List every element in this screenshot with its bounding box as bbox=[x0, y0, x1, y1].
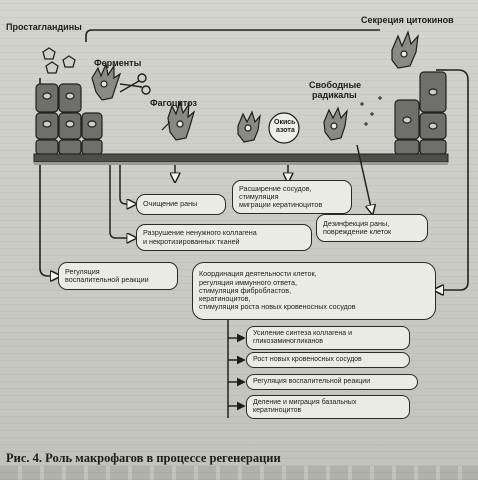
nitric-oxide-bubble-icon bbox=[268, 112, 300, 144]
box-inflammation-regulation: Регуляция воспалительной реакции bbox=[58, 262, 178, 290]
box-coordination-line: стимуляция роста новых кровеносных сосуд… bbox=[199, 302, 356, 312]
box-inflammation-line: воспалительной реакции bbox=[65, 275, 149, 284]
box-disinfection-line: повреждение клеток bbox=[323, 227, 392, 236]
figure-caption: Рис. 4. Роль макрофагов в процессе реген… bbox=[6, 451, 281, 465]
box-collagen-line: и некротизированных тканей bbox=[143, 236, 240, 246]
box-coordination: Координация деятельности клеток, регуляц… bbox=[192, 262, 436, 320]
box-disinfection-line: Дезинфекция раны, bbox=[323, 218, 390, 228]
box-coordination-line: Координация деятельности клеток, bbox=[199, 269, 317, 279]
label-phagocytosis: Фагоцитоз bbox=[150, 98, 198, 108]
macrophage-nitric-oxide-icon bbox=[237, 110, 261, 143]
macrophage-radicals-icon bbox=[323, 106, 348, 141]
box-vasodilation-line: Расширение сосудов, bbox=[239, 183, 312, 193]
tissue-cells-right-icon bbox=[394, 71, 447, 155]
outcome-arrows bbox=[227, 320, 246, 418]
macrophage-cytokines-icon bbox=[391, 30, 419, 69]
outcome-line: Деление и миграция базальных bbox=[253, 399, 357, 406]
label-cytokine-secretion: Секреция цитокинов bbox=[361, 15, 454, 25]
outcome-line: гликозаминогликанов bbox=[253, 338, 323, 345]
label-nitric-oxide-2: азота bbox=[276, 127, 295, 134]
label-nitric-oxide-1: Окись bbox=[274, 119, 296, 126]
label-enzymes: Ферменты bbox=[94, 58, 142, 68]
box-vasodilation-line: стимуляция bbox=[239, 191, 279, 201]
scissors-icon bbox=[119, 73, 151, 95]
outcome-inflammation-regulation: Регуляция воспалительной реакции bbox=[246, 374, 418, 390]
outcome-collagen-synthesis: Усиление синтеза коллагена и гликозамино… bbox=[246, 326, 410, 350]
outcome-line: кератиноцитов bbox=[253, 407, 302, 414]
macrophage-phagocytosis-icon bbox=[161, 99, 196, 141]
box-wound-cleaning: Очищение раны bbox=[136, 194, 226, 215]
outcome-line: Регуляция воспалительной реакции bbox=[253, 378, 371, 385]
basement-membrane bbox=[33, 153, 449, 165]
outcome-keratinocyte-division: Деление и миграция базальных кератиноцит… bbox=[246, 395, 410, 419]
outcome-line: Усиление синтеза коллагена и bbox=[253, 330, 353, 337]
box-vasodilation: Расширение сосудов, стимуляция миграции … bbox=[232, 180, 352, 214]
prostaglandin-pentagons-icon bbox=[42, 47, 76, 74]
box-wound-cleaning-text: Очищение раны bbox=[143, 199, 198, 209]
box-vasodilation-line: миграции кератиноцитов bbox=[239, 200, 323, 210]
box-coordination-line: регуляция иммунного ответа, bbox=[199, 277, 297, 287]
body-text-fragment bbox=[0, 466, 478, 480]
box-coordination-line: стимуляция фибробластов, bbox=[199, 285, 292, 295]
label-prostaglandins: Простагландины bbox=[6, 22, 82, 32]
outcome-line: Рост новых кровеносных сосудов bbox=[253, 356, 362, 363]
outcome-new-vessels: Рост новых кровеносных сосудов bbox=[246, 352, 410, 368]
label-free-radicals-1: Свободные bbox=[309, 80, 362, 90]
macrophage-enzymes-icon bbox=[91, 61, 122, 101]
box-collagen-line: Разрушение ненужного коллагена bbox=[143, 228, 257, 238]
box-inflammation-line: Регуляция bbox=[65, 266, 100, 276]
flow-arrows bbox=[39, 29, 469, 290]
tissue-cells-left-icon bbox=[35, 83, 103, 155]
box-disinfection: Дезинфекция раны, повреждение клеток bbox=[316, 214, 428, 242]
box-collagen-destruction: Разрушение ненужного коллагена и некроти… bbox=[136, 224, 312, 251]
membrane-down-arrows bbox=[109, 144, 372, 238]
radical-sparks-icon bbox=[360, 96, 382, 126]
label-free-radicals-2: радикалы bbox=[312, 90, 357, 100]
box-coordination-line: кератиноцитов, bbox=[199, 294, 251, 304]
